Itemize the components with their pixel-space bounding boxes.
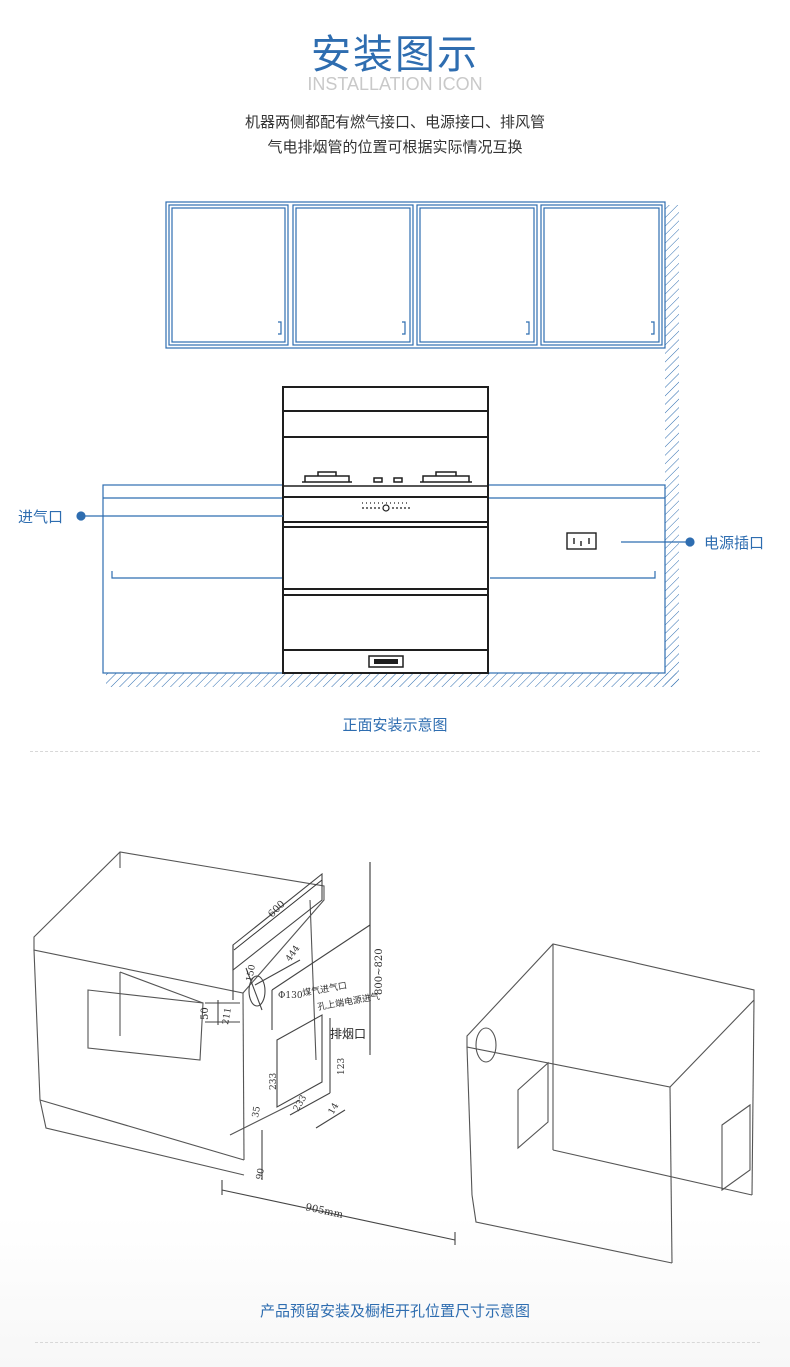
gas-inlet-label: 进气口 [18,508,64,526]
dim-233-a: 233 [269,1073,279,1090]
dim-150: 150 [245,964,258,983]
gas-inlet-note: 煤气进气口 [301,979,347,999]
description-line-1: 机器两侧都配有燃气接口、电源接口、排风管 [244,113,545,131]
dim-444: 444 [284,944,302,964]
cabinet-diagram-caption: 产品预留安装及橱柜开孔位置尺寸示意图 [259,1302,530,1320]
stove-vent [368,655,404,668]
section-divider [30,751,760,752]
hole-note: 孔上端电源进气 [316,990,380,1013]
page-subtitle: INSTALLATION ICON [307,74,483,94]
wall-hatch [665,205,679,687]
dimension-lines [233,862,371,1055]
dim-50: 50 [200,1007,211,1020]
dim-233-b: 233 [292,1093,309,1113]
dim-800-820: 800~820 [374,948,385,995]
side-panel [205,862,456,1245]
front-installation-diagram [76,201,695,687]
power-socket-icon [566,532,597,550]
dim-35: 35 [251,1105,263,1118]
dim-211: 211 [221,1007,234,1026]
floor-hatch [106,673,679,687]
description-line-2: 气电排烟管的位置可根据实际情况互换 [267,138,523,156]
page-title: 安装图示 [311,32,479,78]
stove-burners [283,471,488,487]
exhaust-label: 排烟口 [330,1027,366,1041]
dim-14: 14 [327,1101,342,1116]
dim-phi130: Φ130 [278,991,303,1001]
stove-controls [362,502,410,512]
left-cabinet [33,851,325,1176]
bottom-background [0,1215,790,1367]
front-diagram-caption: 正面安装示意图 [342,716,448,734]
bottom-divider [35,1342,760,1343]
upper-cabinets [165,201,666,349]
dim-90: 90 [255,1167,267,1180]
callout-lines [76,511,695,547]
power-socket-label: 电源插口 [704,534,765,552]
stove-appliance [282,386,489,674]
dim-123: 123 [337,1058,347,1075]
dim-600: 600 [266,899,287,920]
